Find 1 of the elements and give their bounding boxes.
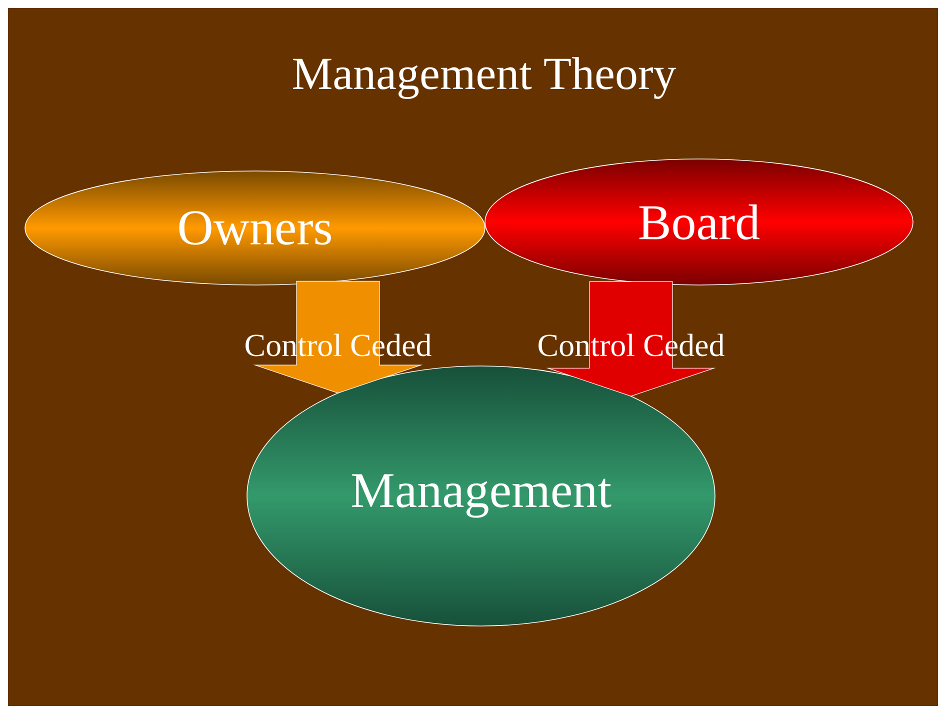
title: Management Theory <box>293 57 676 99</box>
